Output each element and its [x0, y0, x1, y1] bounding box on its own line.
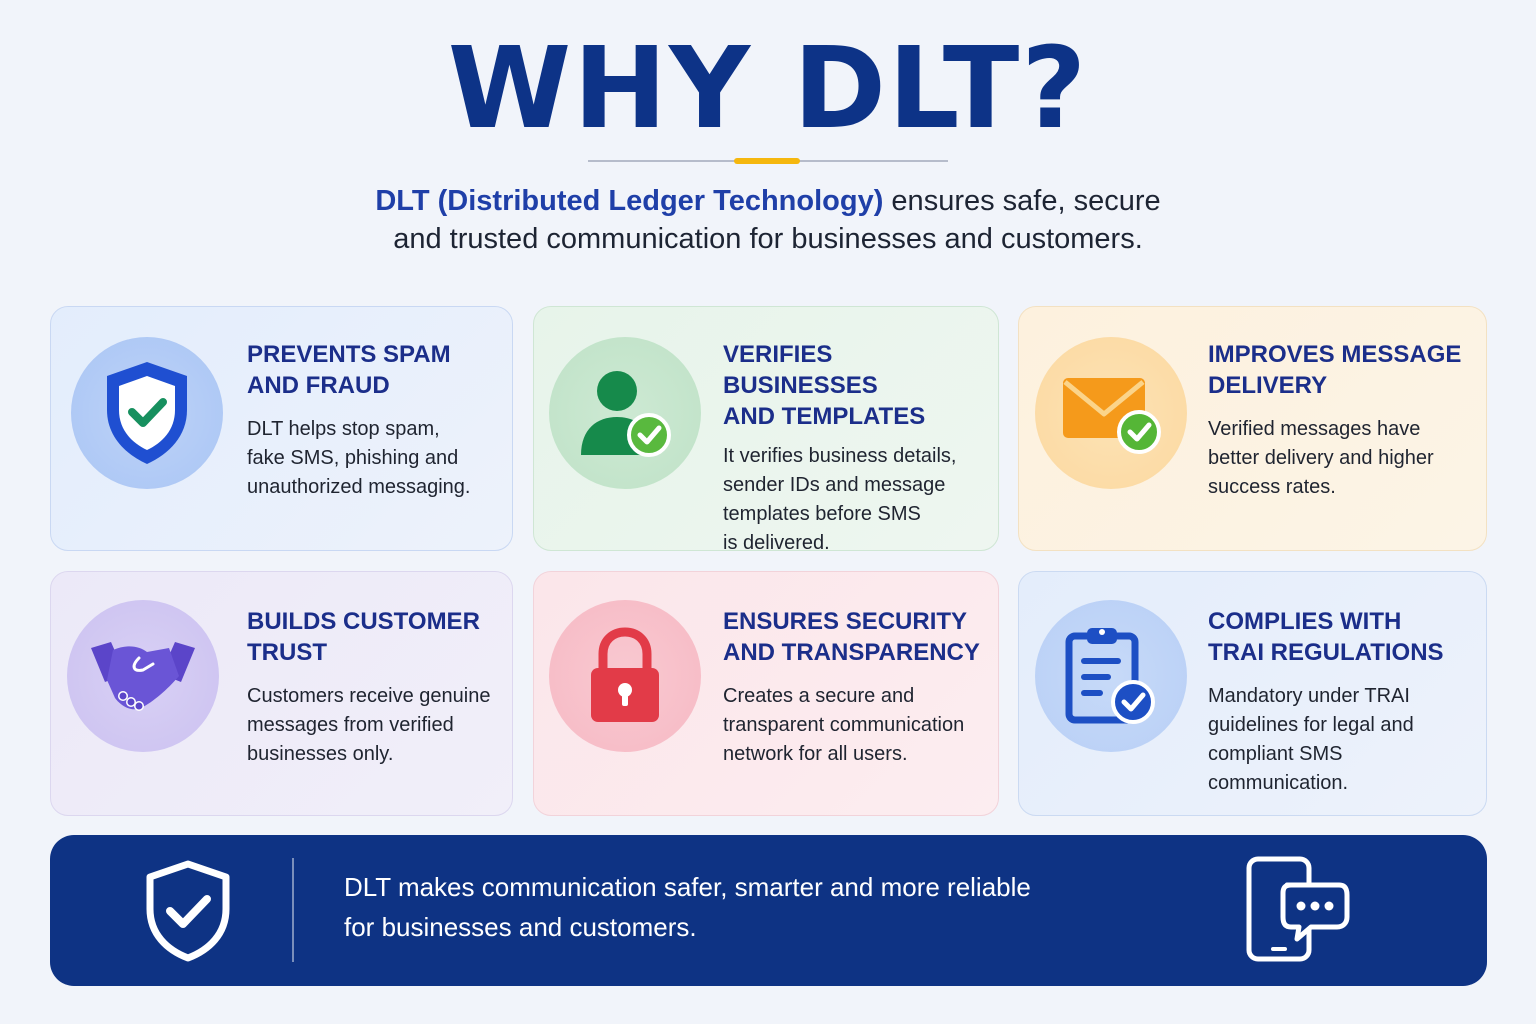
intro-text: DLT (Distributed Ledger Technology) ensu…: [300, 182, 1236, 258]
card-body: Verified messages have better delivery a…: [1208, 415, 1478, 502]
card-body-line: DLT helps stop spam,: [247, 418, 440, 440]
card-text: VERIFIES BUSINESSES AND TEMPLATES It ver…: [723, 339, 993, 558]
card-heading-line: DELIVERY: [1208, 372, 1328, 399]
banner-line: DLT makes communication safer, smarter a…: [344, 872, 1031, 902]
card-body-line: is delivered.: [723, 532, 830, 554]
card-body: It verifies business details, sender IDs…: [723, 442, 993, 558]
card-icon-circle: [67, 600, 219, 752]
card-heading-line: VERIFIES BUSINESSES: [723, 341, 878, 399]
card-body-line: It verifies business details,: [723, 445, 957, 467]
page-title: WHY DLT?: [447, 24, 1089, 154]
intro-highlight: DLT (Distributed Ledger Technology): [375, 185, 884, 217]
card-body-line: Creates a secure and: [723, 685, 915, 707]
envelope-check-icon: [1063, 378, 1161, 454]
card-body: DLT helps stop spam, fake SMS, phishing …: [247, 415, 502, 502]
card-body-line: Verified messages have: [1208, 418, 1421, 440]
card-heading-line: AND TEMPLATES: [723, 403, 926, 430]
card-text: IMPROVES MESSAGE DELIVERY Verified messa…: [1208, 339, 1478, 502]
card-builds-trust: BUILDS CUSTOMER TRUST Customers receive …: [50, 571, 513, 816]
card-body-line: success rates.: [1208, 476, 1336, 498]
card-ensures-security: ENSURES SECURITY AND TRANSPARENCY Create…: [533, 571, 999, 816]
card-body-line: compliant SMS: [1208, 743, 1343, 765]
card-body-line: communication.: [1208, 772, 1349, 794]
summary-banner: DLT makes communication safer, smarter a…: [50, 835, 1487, 986]
card-heading: COMPLIES WITH TRAI REGULATIONS: [1208, 606, 1478, 668]
card-body-line: Customers receive genuine: [247, 685, 491, 707]
card-heading-line: AND FRAUD: [247, 372, 390, 399]
card-body-line: sender IDs and message: [723, 474, 946, 496]
card-heading-line: TRUST: [247, 639, 327, 666]
card-body-line: Mandatory under TRAI: [1208, 685, 1410, 707]
card-heading-line: BUILDS CUSTOMER: [247, 608, 480, 635]
intro-rest: ensures safe, secure: [883, 185, 1161, 217]
card-heading-line: PREVENTS SPAM: [247, 341, 451, 368]
card-prevents-spam: PREVENTS SPAM AND FRAUD DLT helps stop s…: [50, 306, 513, 551]
card-heading-line: IMPROVES MESSAGE: [1208, 341, 1462, 368]
card-body-line: templates before SMS: [723, 503, 921, 525]
shield-check-outline-icon: [146, 860, 230, 962]
card-complies-trai: COMPLIES WITH TRAI REGULATIONS Mandatory…: [1018, 571, 1487, 816]
banner-divider: [292, 858, 294, 962]
card-body-line: guidelines for legal and: [1208, 714, 1414, 736]
card-body-line: unauthorized messaging.: [247, 476, 471, 498]
card-body: Creates a secure and transparent communi…: [723, 682, 993, 769]
card-body-line: better delivery and higher: [1208, 447, 1434, 469]
shield-check-icon: [107, 362, 187, 464]
card-heading-line: ENSURES SECURITY: [723, 608, 968, 635]
phone-chat-icon: [1246, 856, 1350, 962]
card-body-line: transparent communication: [723, 714, 965, 736]
card-icon-circle: [71, 337, 223, 489]
card-heading: IMPROVES MESSAGE DELIVERY: [1208, 339, 1478, 401]
card-icon-circle: [1035, 600, 1187, 752]
banner-message: DLT makes communication safer, smarter a…: [344, 867, 1144, 947]
card-text: ENSURES SECURITY AND TRANSPARENCY Create…: [723, 606, 993, 769]
card-heading: ENSURES SECURITY AND TRANSPARENCY: [723, 606, 993, 668]
card-heading: PREVENTS SPAM AND FRAUD: [247, 339, 502, 401]
card-heading: VERIFIES BUSINESSES AND TEMPLATES: [723, 339, 993, 432]
card-icon-circle: [1035, 337, 1187, 489]
verified-user-icon: [581, 371, 671, 457]
card-body-line: businesses only.: [247, 743, 394, 765]
card-text: PREVENTS SPAM AND FRAUD DLT helps stop s…: [247, 339, 502, 502]
intro-line-2: and trusted communication for businesses…: [393, 223, 1143, 255]
card-body: Mandatory under TRAI guidelines for lega…: [1208, 682, 1478, 798]
card-improves-delivery: IMPROVES MESSAGE DELIVERY Verified messa…: [1018, 306, 1487, 551]
card-body: Customers receive genuine messages from …: [247, 682, 507, 769]
intro-line-1: DLT (Distributed Ledger Technology) ensu…: [300, 182, 1236, 220]
card-body-line: fake SMS, phishing and: [247, 447, 459, 469]
handshake-icon: [91, 642, 195, 711]
card-icon-circle: [549, 337, 701, 489]
card-verifies-businesses: VERIFIES BUSINESSES AND TEMPLATES It ver…: [533, 306, 999, 554]
card-heading-line: AND TRANSPARENCY: [723, 639, 980, 666]
card-heading-line: COMPLIES WITH: [1208, 608, 1402, 635]
banner-line: for businesses and customers.: [344, 912, 697, 942]
card-text: COMPLIES WITH TRAI REGULATIONS Mandatory…: [1208, 606, 1478, 798]
card-body-line: network for all users.: [723, 743, 908, 765]
title-divider-accent: [734, 158, 800, 164]
card-heading: BUILDS CUSTOMER TRUST: [247, 606, 507, 668]
padlock-icon: [591, 627, 659, 722]
card-heading-line: TRAI REGULATIONS: [1208, 639, 1444, 666]
card-body-line: messages from verified: [247, 714, 454, 736]
clipboard-check-icon: [1065, 628, 1155, 724]
card-icon-circle: [549, 600, 701, 752]
card-text: BUILDS CUSTOMER TRUST Customers receive …: [247, 606, 507, 769]
